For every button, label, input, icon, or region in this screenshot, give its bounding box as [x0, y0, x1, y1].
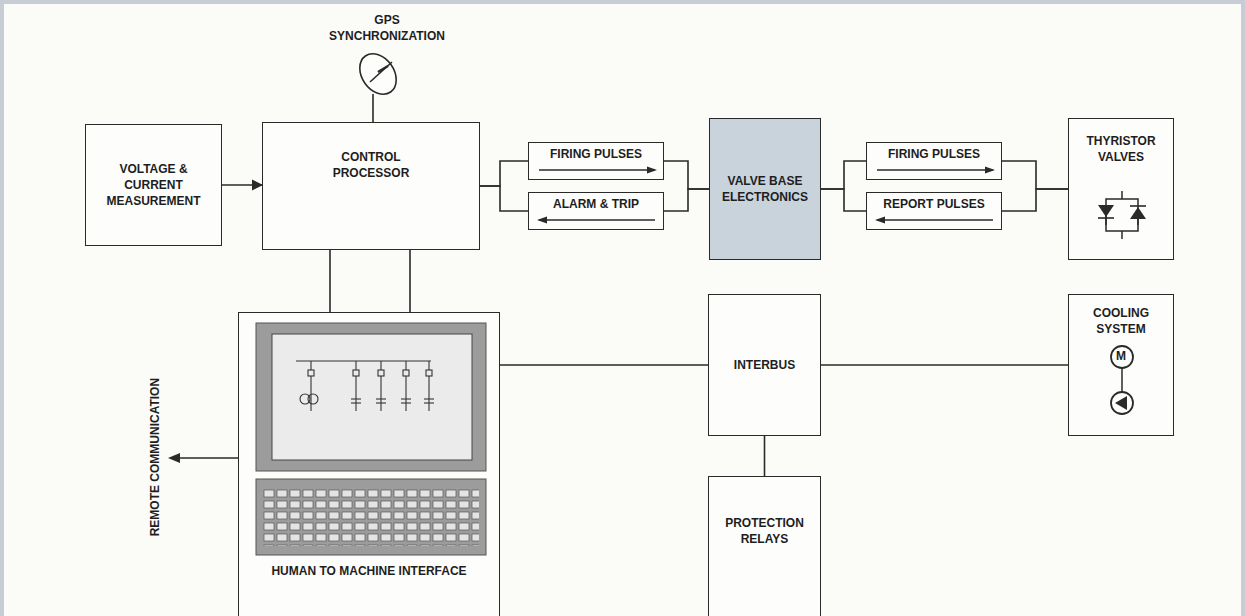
connector-line [329, 250, 331, 312]
process-box: PROTECTION RELAYS [708, 476, 821, 616]
box-label: VALVE BASE ELECTRONICS [715, 173, 815, 205]
box-label: THYRISTOR VALVES [1073, 133, 1169, 165]
process-box: VALVE BASE ELECTRONICS [709, 118, 821, 260]
box-label: HUMAN TO MACHINE INTERFACE [271, 563, 466, 579]
process-box: CONTROL PROCESSOR [262, 122, 480, 250]
connector-line [480, 161, 528, 186]
remote-arrow [168, 453, 238, 463]
box-label: CONTROL PROCESSOR [316, 149, 426, 181]
connector-line [821, 364, 1068, 366]
box-label: FIRING PULSES [550, 146, 642, 162]
connector-line [1002, 189, 1068, 211]
box-label: COOLING SYSTEM [1076, 305, 1166, 337]
process-box: REPORT PULSES [866, 192, 1002, 230]
process-box: COOLING SYSTEM [1068, 294, 1174, 436]
connector-line [821, 161, 866, 189]
box-label: PROTECTION RELAYS [715, 515, 815, 547]
connector-line [664, 189, 709, 211]
box-label: FIRING PULSES [888, 146, 980, 162]
process-box: THYRISTOR VALVES [1068, 118, 1174, 260]
connector-line [764, 436, 766, 476]
antenna-label: GPS SYNCHRONIZATION [322, 12, 452, 44]
connector-line [664, 161, 709, 189]
box-label: REPORT PULSES [883, 196, 984, 212]
process-box: HUMAN TO MACHINE INTERFACE [238, 312, 500, 616]
process-box: INTERBUS [708, 294, 821, 436]
process-box: ALARM & TRIP [528, 192, 664, 230]
process-box: FIRING PULSES [528, 142, 664, 180]
box-label: VOLTAGE & CURRENT MEASUREMENT [94, 161, 214, 210]
connector-line [480, 186, 528, 211]
process-box: VOLTAGE & CURRENT MEASUREMENT [85, 124, 222, 246]
process-box: FIRING PULSES [866, 142, 1002, 180]
connector-line [222, 184, 262, 186]
box-label: ALARM & TRIP [553, 196, 639, 212]
motor-label: M [1116, 348, 1126, 364]
signal-label: REMOTE COMMUNICATION [147, 378, 163, 536]
connector-line [821, 189, 866, 211]
gps-dish [352, 47, 403, 122]
connector-line [1002, 161, 1068, 189]
box-label: INTERBUS [734, 357, 795, 373]
